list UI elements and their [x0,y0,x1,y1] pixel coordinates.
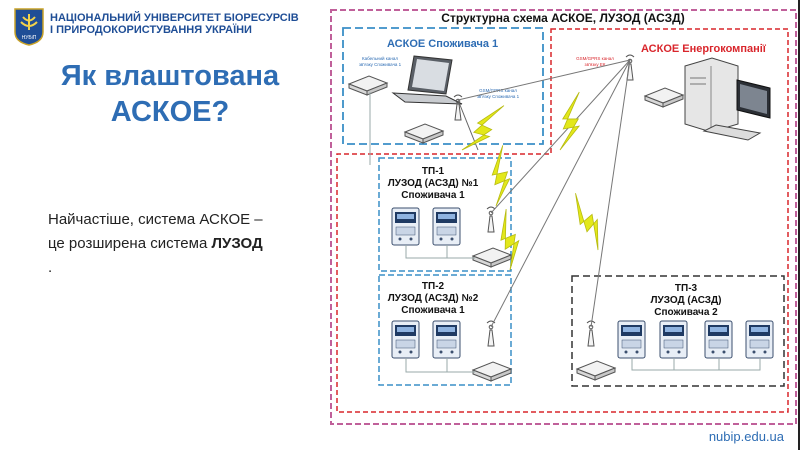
tp3-meter-2 [659,320,688,359]
tp1-modem [472,247,512,268]
tp2-antenna-icon [486,320,496,347]
slide-title-line2: АСКОЕ? [110,96,230,128]
tp3-meter-1 [617,320,646,359]
tp1-line1: ТП-1 [422,166,445,177]
energy-modem [644,87,684,108]
cable-label-2: зв'язку Споживача 1 [359,62,402,67]
slide-title-line1: Як влаштована [60,60,280,92]
tp1-line3: Споживача 1 [401,190,465,201]
body-line1: Найчастіше, система АСКОЕ – [48,211,263,228]
tp1-meter-2 [432,207,461,246]
diagram-title: Структурна схема АСКОЕ, ЛУЗОД (АСЗД) [441,11,684,25]
tp2-meter-2 [432,320,461,359]
university-logo: НУБіП [14,8,44,46]
site-url[interactable]: nubip.edu.ua [708,429,784,444]
body-bold: ЛУЗОД [211,235,263,252]
university-name-line2: І ПРИРОДОКОРИСТУВАННЯ УКРАЇНИ [50,24,252,36]
energy-box-title: АСКОЕ Енергокомпанії [641,43,767,55]
university-name: НАЦІОНАЛЬНИЙ УНІВЕРСИТЕТ БІОРЕСУРСІВ І П… [50,12,299,36]
gsm-energy-label-1: GSM/GPRS канал [576,56,614,61]
tp1-line2: ЛУЗОД (АСЗД) №1 [388,178,479,189]
lightning-icon-5 [539,91,601,151]
tp2-meter-1 [391,320,420,359]
outer-frame [330,9,797,425]
tp3-meter-3 [704,320,733,359]
consumer-modem-2 [404,123,444,144]
wireless-links [457,59,631,328]
slide-body-text: Найчастіше, система АСКОЕ – це розширена… [48,208,323,280]
university-name-line1: НАЦІОНАЛЬНИЙ УНІВЕРСИТЕТ БІОРЕСУРСІВ [50,12,299,24]
tp2-modem [472,361,512,382]
logo-text: НУБіП [22,35,37,41]
tp1-box [378,157,512,272]
body-line3: . [48,259,53,276]
server-icon [684,57,739,133]
laptop-icon [391,55,463,105]
tp3-line3: Споживача 2 [654,307,718,318]
consumer-modem [348,75,388,96]
consumer-box-title: АСКОЕ Споживача 1 [387,38,498,50]
energy-region [336,28,789,413]
body-middle: це розширена система [48,235,212,252]
tp1-meter-1 [391,207,420,246]
gsm-energy-label-2: зв'язку ЕК [585,62,606,67]
monitor-icon [702,79,771,141]
tp2-line3: Споживача 1 [401,305,465,316]
tp2-line2: ЛУЗОД (АСЗД) №2 [388,293,479,304]
tp2-box [378,274,512,386]
tp1-antenna-icon [486,206,496,233]
tp3-box [571,275,785,387]
tp3-modem [576,360,616,381]
tp3-line1: ТП-3 [675,283,698,294]
gsm-consumer-label-2: зв'язку Споживача 1 [477,94,520,99]
lightning-icon-2 [470,144,529,207]
consumer-box [342,27,544,145]
slide-title: Як влаштована АСКОЕ? [20,58,320,130]
body-line2: це розширена система ЛУЗОД [48,232,323,256]
tp2-line1: ТП-2 [422,281,445,292]
tp3-meter-4 [745,320,774,359]
cable-label-1: Кабельний канал [362,55,398,61]
right-edge-bar [798,0,800,450]
lightning-icon-4 [566,192,608,251]
tp3-line2: ЛУЗОД (АСЗД) [650,295,721,306]
